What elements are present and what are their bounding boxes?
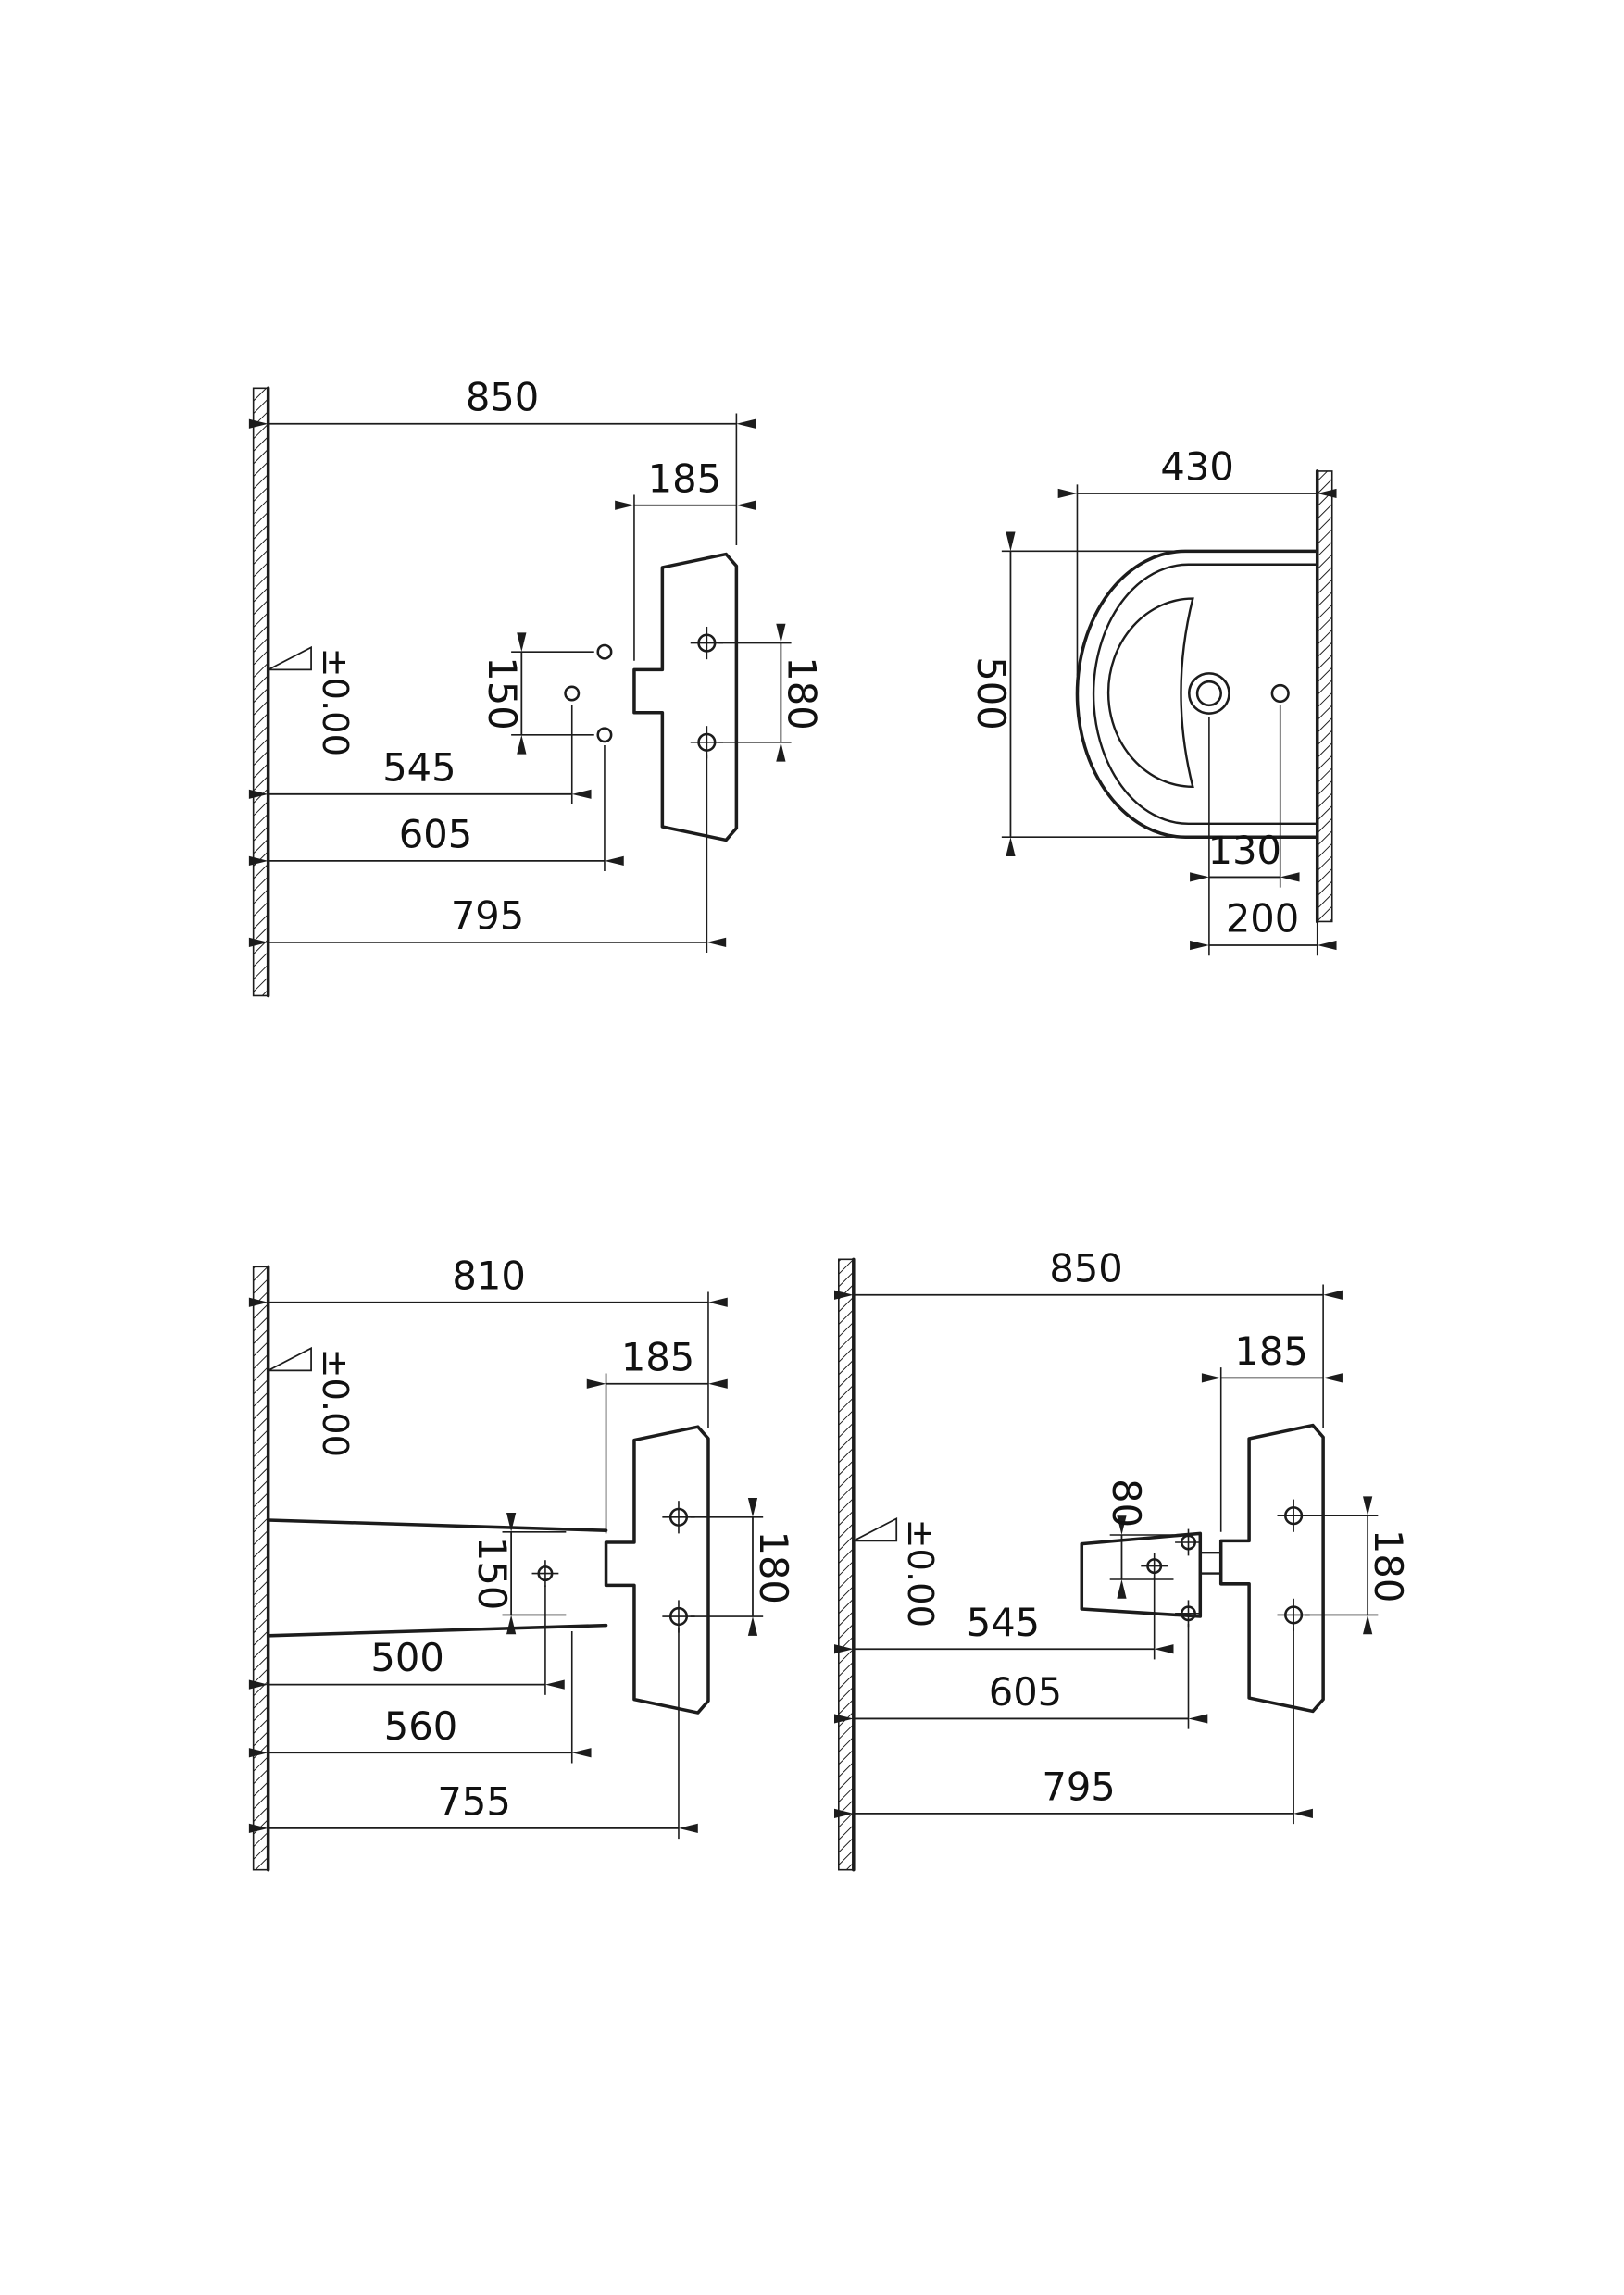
- dim-label-755: 755: [437, 1778, 510, 1824]
- dim-200: 200: [1190, 896, 1337, 956]
- fixing-hole: [661, 1599, 696, 1634]
- dim-label-560: 560: [384, 1703, 457, 1749]
- dim-755: 755: [248, 1628, 698, 1840]
- dim-label-795: 795: [451, 892, 524, 938]
- wall-hatch: [252, 387, 269, 997]
- basin-rim-line: [1092, 563, 1318, 826]
- dim-label-545: 545: [967, 1600, 1040, 1645]
- dim-180: 180: [1305, 1496, 1411, 1635]
- bracket-hole: [1140, 1551, 1169, 1581]
- datum-triangle-icon: [853, 1516, 898, 1542]
- wall-hatch: [838, 1258, 855, 1871]
- trap-cover-top-line: [266, 1518, 608, 1532]
- dim-label-185: 185: [1234, 1328, 1307, 1374]
- dim-label-850: 850: [1049, 1245, 1122, 1291]
- basin-outline: [1218, 1423, 1325, 1714]
- dim-overall: 810: [248, 1253, 728, 1428]
- view-side-installation: ±0.00 850 185 150 180 545: [248, 374, 824, 998]
- dim-130: 130: [1190, 705, 1300, 956]
- basin-outline: [632, 552, 739, 842]
- dim-label-605: 605: [399, 811, 472, 856]
- wall-hatch: [1316, 470, 1333, 923]
- dim-795: 795: [834, 1627, 1313, 1825]
- fixing-hole: [1276, 1597, 1312, 1633]
- trap-cover-bottom-line: [266, 1623, 608, 1638]
- wall-section: [252, 386, 270, 998]
- dim-label-150: 150: [469, 1537, 515, 1610]
- bracket-hole: [564, 685, 581, 702]
- wall-section: [252, 1265, 270, 1872]
- dim-width: 430: [1057, 444, 1337, 676]
- datum-label: ±0.00: [314, 647, 356, 756]
- dim-605: 605: [248, 745, 624, 872]
- dim-label-130: 130: [1208, 828, 1281, 873]
- dim-label-795: 795: [1042, 1764, 1115, 1809]
- view-plan: 430 500 130 200: [968, 444, 1337, 956]
- dim-795: 795: [248, 754, 727, 954]
- dim-label-500: 500: [968, 656, 1014, 730]
- datum-triangle-icon: [268, 1346, 312, 1372]
- dim-label-850: 850: [466, 374, 539, 419]
- datum-label: ±0.00: [899, 1518, 941, 1628]
- dim-label-810: 810: [452, 1253, 525, 1298]
- dim-label-545: 545: [382, 744, 456, 790]
- dim-545: 545: [834, 1576, 1174, 1660]
- dim-label-605: 605: [989, 1669, 1062, 1715]
- dim-605: 605: [834, 1624, 1208, 1729]
- dim-label-200: 200: [1226, 896, 1299, 942]
- tap-hole-inner: [1195, 680, 1222, 707]
- fixing-hole: [1276, 1498, 1312, 1534]
- dim-label-180: 180: [751, 1531, 796, 1604]
- dim-rim-depth: 185: [615, 455, 756, 661]
- dim-label-180: 180: [1366, 1529, 1411, 1603]
- basin-outer-outline: [1075, 549, 1319, 839]
- dim-545: 545: [248, 705, 592, 805]
- fixing-hole: [689, 724, 725, 760]
- bracket-outline: [1080, 1531, 1203, 1618]
- dim-150: 150: [480, 632, 594, 755]
- wall-section: [838, 1257, 856, 1872]
- dim-rim-depth: 185: [1201, 1328, 1343, 1532]
- fixing-hole: [661, 1499, 696, 1535]
- wall-hatch: [252, 1266, 269, 1871]
- dim-overall: 850: [248, 374, 756, 545]
- dim-label-150: 150: [480, 656, 525, 730]
- dim-560: 560: [248, 1631, 592, 1764]
- datum-level-symbol: ±0.00: [268, 1346, 356, 1457]
- dim-label-430: 430: [1160, 444, 1233, 490]
- dim-150: 150: [469, 1512, 567, 1635]
- fixing-hole: [1270, 683, 1290, 704]
- dim-180: 180: [690, 1497, 796, 1636]
- dim-80: 80: [1104, 1478, 1174, 1599]
- bracket-hole: [596, 727, 613, 743]
- datum-triangle-icon: [268, 645, 312, 671]
- bracket-hole: [531, 1558, 560, 1589]
- dim-label-80: 80: [1104, 1478, 1149, 1528]
- wall-section: [1315, 469, 1333, 924]
- bracket-hole: [1173, 1599, 1204, 1628]
- datum-level-symbol: ±0.00: [853, 1516, 941, 1628]
- dim-rim-depth: 185: [586, 1334, 728, 1534]
- dim-label-185: 185: [648, 455, 721, 501]
- tap-hole-outer: [1188, 672, 1230, 715]
- dim-label-185: 185: [621, 1334, 694, 1379]
- dim-label-180: 180: [779, 656, 824, 730]
- basin-outline: [604, 1425, 710, 1715]
- dim-label-500: 500: [370, 1635, 443, 1680]
- bowl-outline: [1106, 597, 1194, 789]
- bracket-hole: [596, 643, 613, 660]
- view-side-shroud: ±0.00 810 185 150 180 500: [248, 1253, 796, 1872]
- dim-500: 500: [248, 1585, 565, 1695]
- dim-depth: 500: [968, 531, 1174, 857]
- view-side-bracket: ±0.00 850 185 80 180 545: [834, 1245, 1411, 1872]
- datum-label: ±0.00: [314, 1348, 356, 1457]
- dim-overall: 850: [834, 1245, 1343, 1428]
- fixing-hole: [689, 625, 725, 661]
- datum-level-symbol: ±0.00: [268, 645, 356, 756]
- dim-180: 180: [718, 623, 824, 762]
